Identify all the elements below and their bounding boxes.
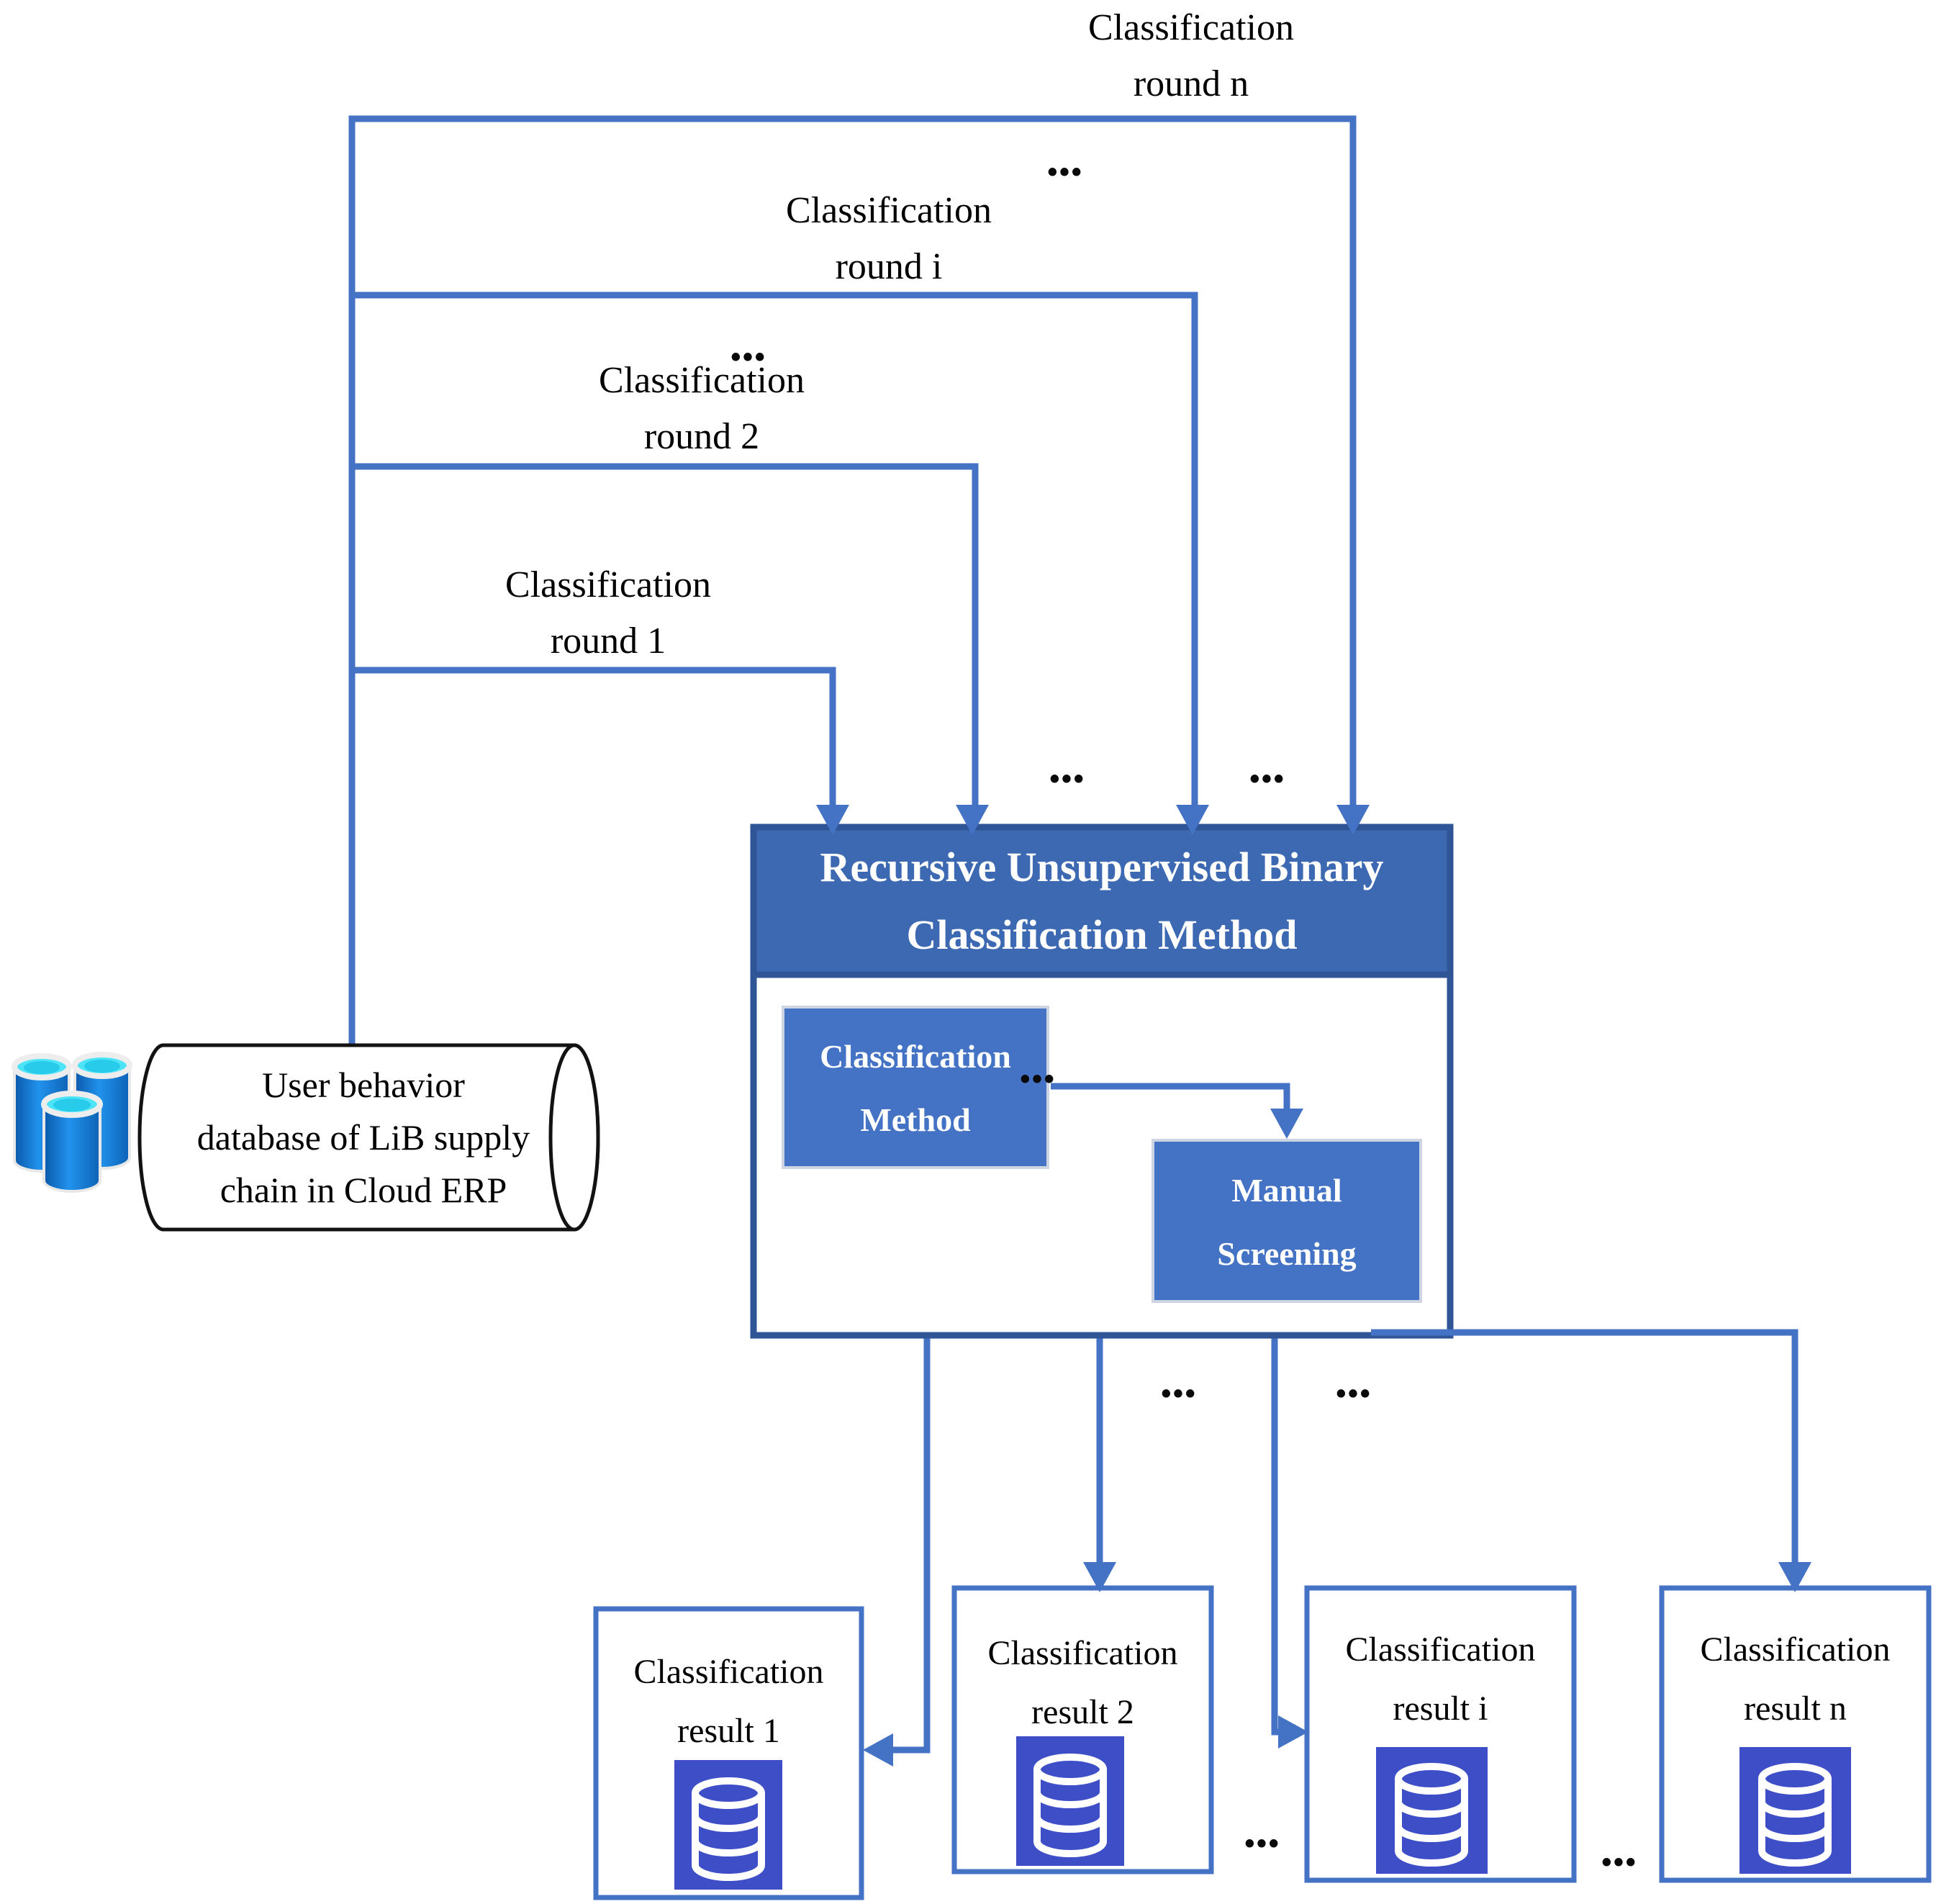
result-n-connector bbox=[1371, 1329, 1799, 1566]
round-2-label-line1: Classification bbox=[599, 360, 805, 401]
ellipsis-bottom-right: ••• bbox=[1601, 1846, 1638, 1880]
classification-method-line1: Classification bbox=[820, 1038, 1011, 1075]
ellipsis-above-box-left: ••• bbox=[1049, 763, 1086, 796]
manual-screening-line1: Manual bbox=[1231, 1172, 1342, 1209]
round-i-label: Classification round i bbox=[709, 183, 1069, 295]
round-i-label-line1: Classification bbox=[786, 190, 992, 231]
result-n-label: Classification result n bbox=[1662, 1620, 1929, 1738]
round-2-label: Classification round 2 bbox=[522, 353, 882, 465]
round-n-connector bbox=[348, 115, 1357, 1045]
round-n-label-line1: Classification bbox=[1088, 7, 1294, 48]
arrow-down-icon bbox=[1083, 1562, 1116, 1592]
manual-screening-label: Manual Screening bbox=[1153, 1159, 1421, 1286]
ellipsis-below-box-left: ••• bbox=[1160, 1378, 1198, 1411]
method-to-screening-connector bbox=[1051, 1083, 1290, 1113]
ellipsis-below-box-right: ••• bbox=[1335, 1378, 1372, 1411]
arrow-right-icon bbox=[1278, 1715, 1308, 1749]
arrow-down-icon bbox=[1270, 1109, 1303, 1139]
arrow-down-icon bbox=[816, 805, 849, 835]
round-1-label-line2: round 1 bbox=[550, 621, 666, 662]
ellipsis-top-n: ••• bbox=[1046, 156, 1084, 189]
main-method-title-line2: Classification Method bbox=[906, 911, 1298, 958]
source-database-line3: chain in Cloud ERP bbox=[220, 1170, 507, 1210]
result-1-label: Classification result 1 bbox=[596, 1643, 861, 1761]
result-1-line2: result 1 bbox=[677, 1712, 780, 1750]
source-database-line2: database of LiB supply bbox=[196, 1117, 530, 1158]
result-i-connector bbox=[1271, 1332, 1281, 1736]
result-n-line2: result n bbox=[1744, 1689, 1847, 1728]
result-i-line2: result i bbox=[1393, 1689, 1488, 1728]
arrowheads bbox=[816, 805, 1811, 1767]
manual-screening-box bbox=[1152, 1139, 1422, 1303]
result-2-line1: Classification bbox=[987, 1634, 1178, 1672]
ellipsis-method: ••• bbox=[1019, 1063, 1057, 1096]
result-i-label: Classification result i bbox=[1307, 1620, 1574, 1738]
round-n-label: Classification round n bbox=[1011, 0, 1371, 112]
horizontal-cylinder-shape bbox=[137, 1043, 600, 1232]
round-2-label-line2: round 2 bbox=[643, 416, 760, 457]
manual-screening-line2: Screening bbox=[1217, 1235, 1357, 1272]
arrow-left-icon bbox=[863, 1733, 893, 1767]
result-1-line1: Classification bbox=[633, 1653, 824, 1691]
round-1-connector bbox=[352, 667, 836, 810]
ellipsis-above-box-right: ••• bbox=[1249, 763, 1286, 796]
arrow-down-icon bbox=[956, 805, 989, 835]
classification-method-box bbox=[782, 1006, 1049, 1169]
arrow-down-icon bbox=[1778, 1562, 1811, 1592]
ellipsis-bottom-left: ••• bbox=[1244, 1828, 1281, 1861]
ellipsis-top-i: ••• bbox=[730, 341, 767, 374]
round-1-label: Classification round 1 bbox=[428, 557, 788, 669]
main-method-title: Recursive Unsupervised Binary Classifica… bbox=[754, 834, 1450, 969]
round-2-connector bbox=[352, 463, 979, 810]
main-method-header bbox=[750, 824, 1454, 978]
main-method-title-line1: Recursive Unsupervised Binary bbox=[820, 844, 1384, 890]
round-n-label-line2: round n bbox=[1133, 63, 1249, 104]
connector-lines bbox=[348, 115, 1357, 1754]
round-1-label-line1: Classification bbox=[505, 564, 711, 605]
arrow-down-icon bbox=[1176, 805, 1209, 835]
blue-database-cylinders-icon bbox=[12, 1052, 132, 1193]
result-i-line1: Classification bbox=[1345, 1630, 1536, 1669]
result-n-line1: Classification bbox=[1700, 1630, 1891, 1669]
classification-method-label: Classification Method bbox=[783, 1025, 1048, 1152]
result-2-label: Classification result 2 bbox=[954, 1624, 1211, 1742]
arrow-down-icon bbox=[1336, 805, 1370, 835]
result-2-line2: result 2 bbox=[1031, 1693, 1134, 1731]
result-1-connector bbox=[890, 1332, 931, 1754]
source-database-label: User behavior database of LiB supply cha… bbox=[155, 1059, 572, 1217]
classification-method-line2: Method bbox=[860, 1101, 971, 1138]
round-i-label-line2: round i bbox=[835, 246, 943, 287]
source-database-line1: User behavior bbox=[262, 1065, 465, 1105]
round-i-connector bbox=[352, 292, 1198, 810]
